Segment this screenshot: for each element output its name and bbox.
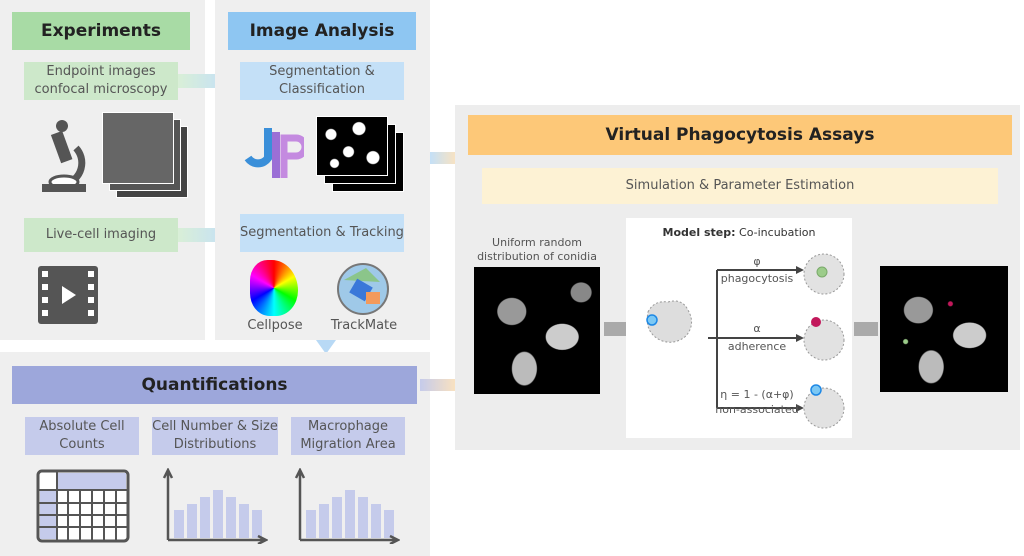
- size-distributions-box: Cell Number & Size Distributions: [152, 417, 278, 455]
- microscope-icon: [42, 120, 86, 192]
- cellpose-icon: [250, 260, 298, 316]
- uniform-distribution-label: Uniform random distribution of conidia: [477, 236, 597, 263]
- model-step-diagram: [646, 253, 845, 429]
- arrow-right: [430, 152, 458, 164]
- model-step-title: Model step: Co-incubation: [626, 226, 852, 239]
- model-step-name: Co-incubation: [735, 226, 816, 239]
- segmentation-tracking-box: Segmentation & Tracking: [240, 214, 404, 252]
- endpoint-images-box: Endpoint images confocal microscopy: [24, 62, 178, 100]
- adherence-label: adherence: [727, 340, 787, 353]
- arrow-right: [420, 379, 458, 391]
- table-icon: [36, 469, 130, 543]
- phi-label: φ: [753, 255, 761, 268]
- image-analysis-header: Image Analysis: [228, 12, 416, 50]
- simulation-input-image: [474, 267, 600, 394]
- simulation-box: Simulation & Parameter Estimation: [482, 168, 998, 204]
- model-step-bold: Model step:: [662, 226, 736, 239]
- live-cell-imaging-box: Live-cell imaging: [24, 218, 178, 252]
- jip-logo-icon: [244, 128, 304, 178]
- trackmate-icon: [337, 263, 389, 315]
- segmentation-mask-stack: [316, 116, 406, 192]
- arrow-right: [854, 322, 878, 336]
- alpha-label: α: [753, 322, 761, 335]
- microscopy-image-stack: [102, 112, 188, 198]
- histogram-icon: [294, 468, 400, 544]
- experiments-header: Experiments: [12, 12, 190, 50]
- video-icon: [38, 266, 98, 324]
- histogram-icon: [162, 468, 268, 544]
- arrow-right: [604, 322, 628, 336]
- arrow-down: [316, 340, 336, 354]
- absolute-cell-counts-box: Absolute Cell Counts: [25, 417, 139, 455]
- virtual-assays-header: Virtual Phagocytosis Assays: [468, 115, 1012, 155]
- non-associated-label: non-associated: [715, 403, 799, 416]
- migration-area-box: Macrophage Migration Area: [291, 417, 405, 455]
- quantifications-header: Quantifications: [12, 366, 417, 404]
- eta-label: η = 1 - (α+φ): [720, 388, 794, 401]
- simulation-output-image: [880, 266, 1008, 392]
- phagocytosis-label: phagocytosis: [720, 272, 794, 285]
- segmentation-classification-box: Segmentation & Classification: [240, 62, 404, 100]
- trackmate-label: TrackMate: [330, 318, 398, 333]
- cellpose-label: Cellpose: [247, 318, 303, 333]
